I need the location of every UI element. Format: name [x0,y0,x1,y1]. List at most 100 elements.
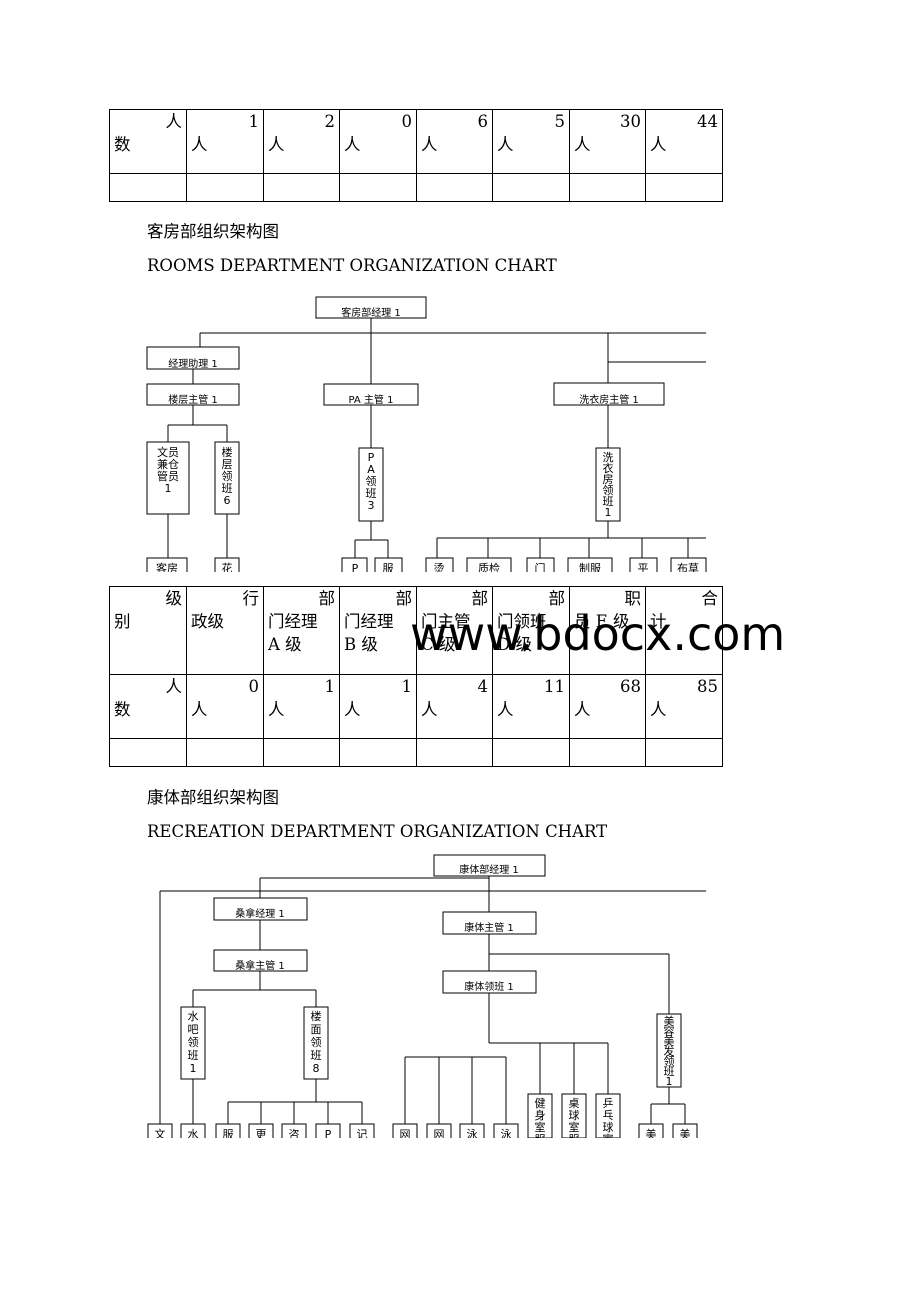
floor-captain-label: 领 [222,470,233,483]
beauty-captain-label: 发 [664,1044,675,1058]
cell-bottom: 人 [574,135,591,154]
pingpong-label: 乒 [603,1097,614,1110]
floor-supervisor-label: 楼层主管 1 [168,393,218,406]
cell-bottom: 人 [191,135,208,154]
sauna-manager-box [213,897,308,921]
cell-bottom: 数 [114,135,131,154]
laundry-supervisor-box [553,382,665,406]
floor-captain-label: 班 [222,482,233,495]
table-cell: 30 人 [569,109,646,174]
table-cell: 人数 [109,109,187,174]
cell-bottom: 别 [114,612,131,631]
rooms-bottom-label: 平 [638,562,649,575]
cell-line: B 级 [344,635,378,654]
gym-box [527,1093,553,1139]
recreation-title-cn: 康体部组织架构图 [147,788,279,807]
rooms-manager-label: 客房部经理 1 [341,306,401,319]
billiards-label: 桌 [569,1097,580,1110]
recreation-bottom-label: 咨 [289,1127,300,1141]
cell-top: 1 [324,677,336,696]
recreation-bottom-label: 泳 [501,1127,512,1141]
clerk-label: 文员 [157,445,179,459]
cell-top: 11 [544,677,565,696]
floor-captain-label: 楼 [222,445,233,459]
bar-captain-label: 水 [188,1010,199,1023]
recreation-title-en: RECREATION DEPARTMENT ORGANIZATION CHART [147,822,608,841]
cell-top: 30 [620,112,641,131]
rooms-bottom-label: 花 [222,562,233,575]
cell-bottom: 人 [421,700,438,719]
laundry-captain-box [595,447,621,522]
cell-line: 门经理 [344,612,394,631]
cell-top: 0 [248,677,260,696]
cell-bottom: 人 [650,700,667,719]
beauty-captain-label: 1 [666,1075,673,1088]
rooms-bottom-label: 烫 [434,562,445,575]
table-cell: 合计 [645,586,723,675]
cell-bottom: 数 [114,700,131,719]
recreation-bottom-label: 美 [646,1128,657,1141]
cell-top: 6 [477,112,489,131]
cell-top: 职 [624,589,642,608]
cell-bottom: 人 [497,135,514,154]
rooms-bottom-label: 质检 [478,561,500,575]
cell-top: 人 [165,677,183,696]
billiards-label: 室 [569,1120,580,1134]
clerk-box [146,441,190,515]
cell-top: 1 [401,677,413,696]
cell-top: 部 [318,589,336,608]
pa-captain-label: A [367,463,375,476]
beauty-captain-label: 容 [664,1024,675,1038]
recreation-supervisor-label: 康体主管 1 [464,921,514,934]
pa-captain-box [358,447,384,522]
cell-bottom: 人 [421,135,438,154]
table-row [109,173,723,202]
laundry-captain-label: 领 [603,484,614,497]
recreation-bottom-label: 泳 [467,1127,478,1141]
pa-captain-label: P [368,451,375,464]
cell-top: 5 [554,112,566,131]
laundry-captain-label: 班 [603,495,614,508]
floor-captain-label: 班 [311,1049,322,1062]
pa-captain-label: 领 [366,475,377,488]
cell-top: 部 [548,589,566,608]
rooms-bottom-label: 门 [535,561,546,575]
floor-captain-label: 层 [222,458,233,471]
cell-top: 行 [242,589,260,608]
cell-bottom: 人 [191,700,208,719]
clerk-label: 兼仓 [157,457,179,471]
bar-captain-box [180,1006,206,1080]
cell-line: D 级 [497,635,532,654]
table-row [109,738,723,767]
cell-top: 4 [477,677,489,696]
cell-top: 合 [701,589,719,608]
bar-captain-label: 班 [188,1049,199,1062]
table-cell: 行政级 [186,586,264,675]
floor-captain-label: 6 [224,494,231,507]
floor-captain-box [214,441,240,515]
bar-captain-label: 吧 [188,1023,199,1036]
beauty-captain-label: 美 [664,1015,675,1028]
sauna-manager-label: 桑拿经理 1 [235,907,285,920]
floor-captain-label: 领 [311,1036,322,1049]
cell-top: 人 [165,112,183,131]
gym-label: 健 [535,1097,546,1110]
beauty-captain-box [656,1013,682,1088]
cell-top: 2 [324,112,336,131]
cell-bottom: 人 [268,135,285,154]
laundry-captain-label: 衣 [603,461,614,475]
